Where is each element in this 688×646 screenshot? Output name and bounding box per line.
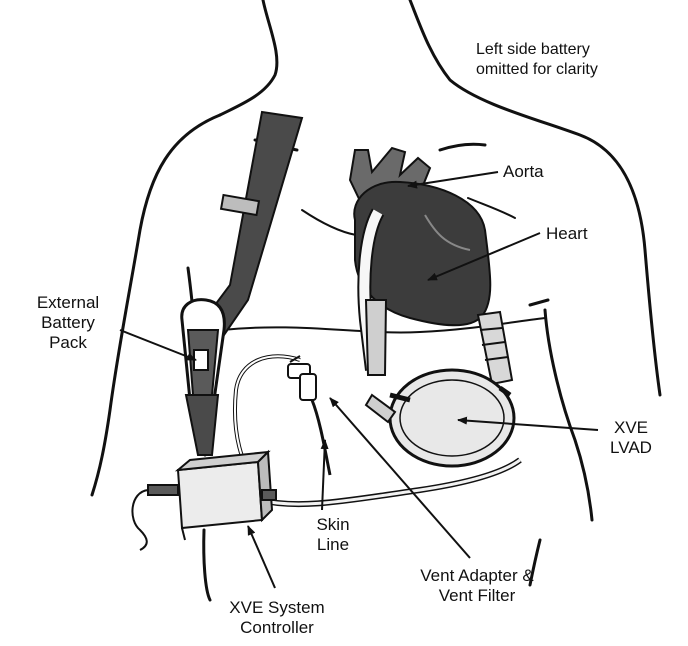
lvad-label-line2: LVAD <box>600 438 662 458</box>
skin-line-label-line2: Line <box>302 535 364 555</box>
skin-line-label: Skin Line <box>302 515 364 555</box>
clarity-note: Left side battery omitted for clarity <box>476 40 598 80</box>
battery-pack <box>182 300 225 455</box>
clarity-note-line1: Left side battery <box>476 40 598 60</box>
external-battery-label-line2: Battery <box>16 313 120 333</box>
internal-drive-line <box>312 400 330 475</box>
aorta-label: Aorta <box>503 162 544 182</box>
vent-label-line1: Vent Adapter & <box>402 566 552 586</box>
vent-label: Vent Adapter & Vent Filter <box>402 566 552 606</box>
external-battery-label-line3: Pack <box>16 333 120 353</box>
arm-right-stub <box>530 300 548 305</box>
controller-label-line1: XVE System <box>212 598 342 618</box>
torso-lower-left <box>204 530 210 600</box>
arrow-controller <box>248 526 275 588</box>
external-battery-label-line1: External <box>16 293 120 313</box>
skin-line-label-line1: Skin <box>302 515 364 535</box>
arm-right-inner <box>545 310 592 520</box>
vent-adapter <box>288 356 316 400</box>
lvad-label: XVE LVAD <box>600 418 662 458</box>
arrow-skin-line <box>322 440 325 510</box>
vent-label-line2: Vent Filter <box>402 586 552 606</box>
rib-line <box>302 210 356 235</box>
neck-left <box>220 0 277 115</box>
clavicle-right <box>440 144 485 150</box>
lvad-pump <box>366 370 514 466</box>
controller-label: XVE System Controller <box>212 598 342 638</box>
heart-label: Heart <box>546 224 588 244</box>
lvad-label-line1: XVE <box>600 418 662 438</box>
controller-label-line2: Controller <box>212 618 342 638</box>
external-battery-label: External Battery Pack <box>16 293 120 353</box>
clarity-note-line2: omitted for clarity <box>476 60 598 80</box>
